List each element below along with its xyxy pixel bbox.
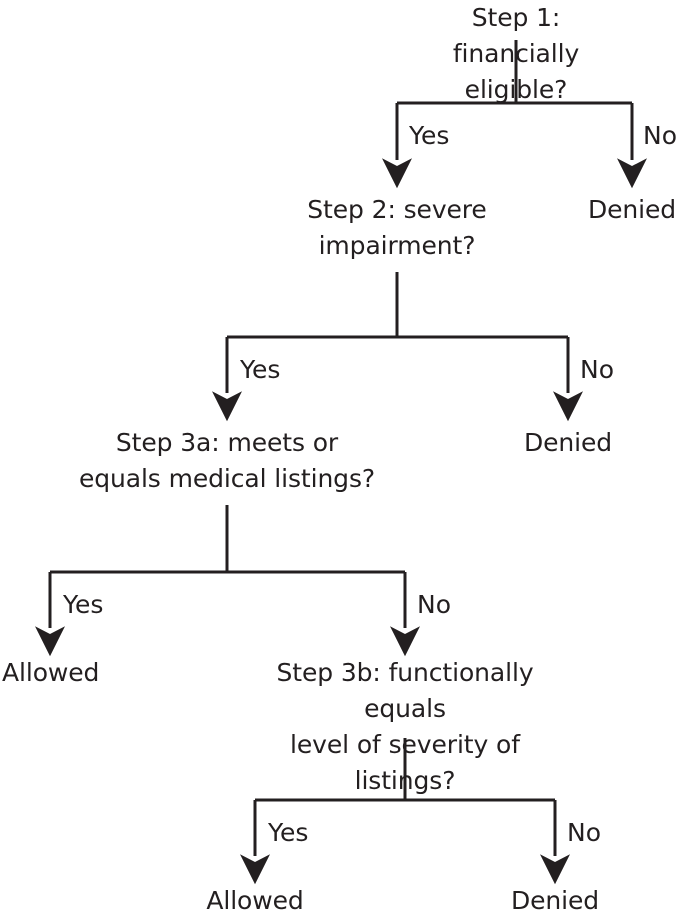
node-step3b-allowed: Allowed	[206, 886, 304, 915]
node-step3a: Step 3a: meets or equals medical listing…	[78, 428, 376, 493]
edge-label-step1-no: No	[643, 121, 677, 150]
node-step3b-denied: Denied	[510, 886, 600, 915]
node-step2-denied: Denied	[523, 428, 613, 457]
edge-label-step3b-yes: Yes	[268, 818, 309, 847]
node-step3a-allowed: Allowed	[2, 658, 100, 687]
edge-label-step3a-yes: Yes	[63, 590, 104, 619]
node-step2: Step 2: severe impairment?	[307, 195, 487, 260]
node-step3b: Step 3b: functionally equals level of se…	[276, 658, 534, 795]
edge-label-step3b-no: No	[567, 818, 601, 847]
edge-label-step2-yes: Yes	[240, 355, 281, 384]
node-step1: Step 1: financially eligible?	[452, 3, 580, 104]
edge-label-step3a-no: No	[417, 590, 451, 619]
edge-label-step1-yes: Yes	[409, 121, 450, 150]
edge-label-step2-no: No	[580, 355, 614, 384]
node-step1-denied: Denied	[587, 195, 677, 224]
